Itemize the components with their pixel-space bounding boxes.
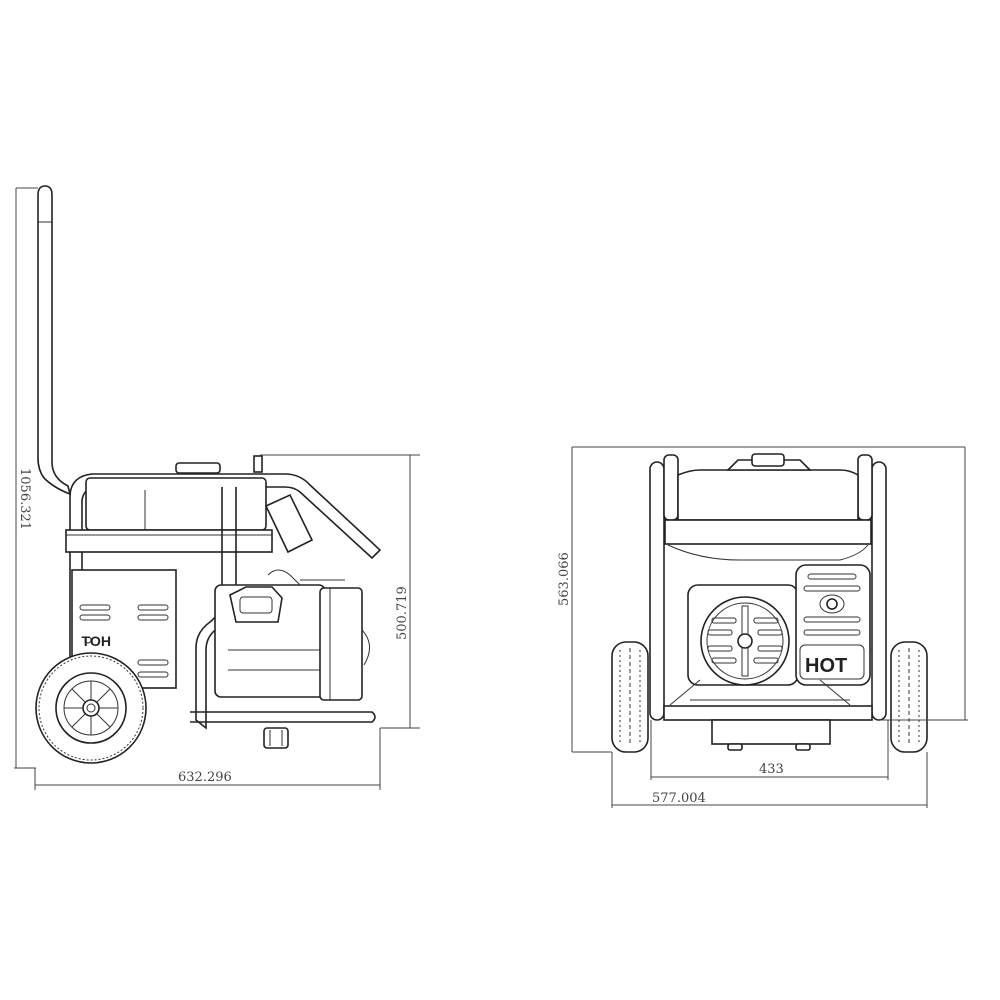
side-wheel — [35, 652, 147, 764]
front-left-wheel — [611, 641, 649, 753]
side-tank-band — [65, 529, 273, 553]
side-engine — [214, 569, 370, 701]
frame-width-dimension: 433 — [759, 762, 784, 777]
side-handle — [37, 185, 72, 496]
front-dimension-lines — [571, 446, 968, 808]
front-alternator — [687, 584, 799, 686]
side-fuel-tank — [85, 477, 267, 531]
front-muffler-panel: HOT — [795, 564, 871, 686]
side-dimension-lines — [14, 187, 420, 790]
front-hot-label: HOT — [805, 655, 847, 677]
front-height-dimension: 563.066 — [557, 552, 572, 606]
front-right-wheel — [890, 641, 928, 753]
front-base-rail — [663, 705, 873, 721]
overall-width-dimension: 577.004 — [652, 791, 706, 806]
length-dimension: 632.296 — [178, 770, 232, 785]
side-view: HOT — [14, 185, 420, 790]
body-height-dimension: 500.719 — [395, 586, 410, 640]
front-fuel-tank — [664, 453, 872, 561]
overall-height-dimension: 1056.321 — [17, 468, 32, 530]
front-base-box — [711, 719, 831, 745]
side-foot — [263, 727, 289, 749]
front-view: HOT — [557, 446, 968, 808]
side-base-rail — [190, 711, 376, 723]
side-hot-label: HOT — [81, 633, 111, 649]
